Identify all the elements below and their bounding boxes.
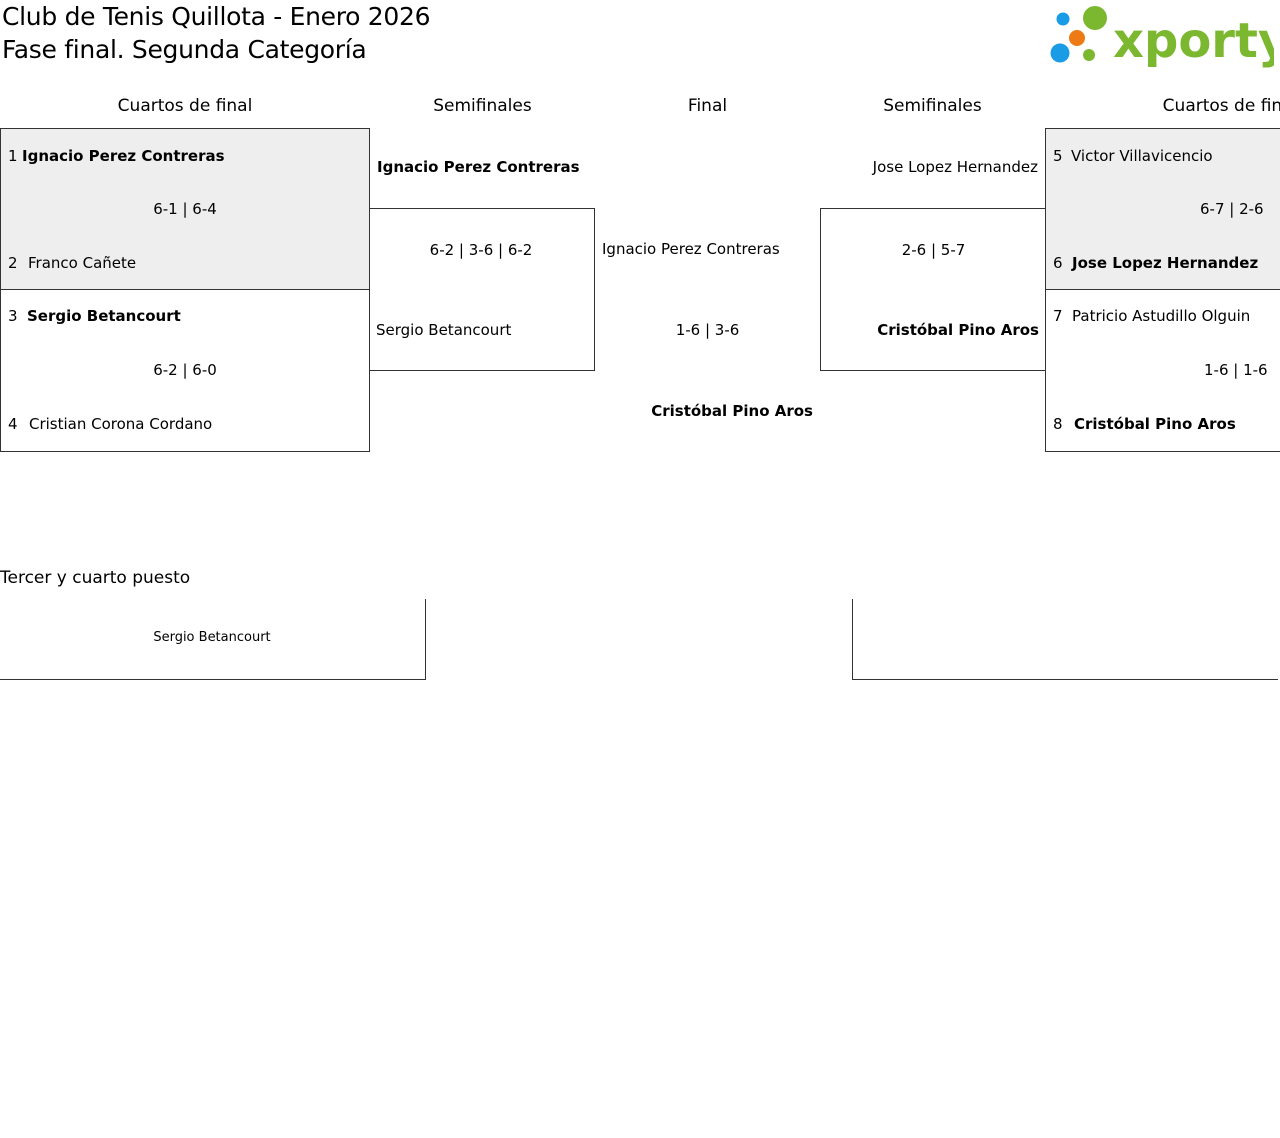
xporty-logo-icon: xporty xyxy=(1050,6,1274,68)
match-player-a: 5 Victor Villavicencio xyxy=(1053,147,1213,165)
player-name: Cristóbal Pino Aros xyxy=(1074,415,1236,433)
seed-number: 7 xyxy=(1053,307,1063,325)
player-name: Patricio Astudillo Olguin xyxy=(1072,307,1251,325)
third-place-title: Tercer y cuarto puesto xyxy=(0,568,191,588)
page-title: Club de Tenis Quillota - Enero 2026 xyxy=(2,2,431,31)
bracket-line xyxy=(852,599,853,679)
xporty-logo[interactable]: xporty xyxy=(1050,4,1274,68)
third-place-right-bracket xyxy=(852,599,1278,680)
player-name: Franco Cañete xyxy=(28,254,137,272)
player-name: Ignacio Perez Contreras xyxy=(22,147,225,165)
final-champion: Cristóbal Pino Aros xyxy=(651,402,813,420)
semifinal-right-match: 2-6 | 5-7 Cristóbal Pino Aros xyxy=(820,208,1045,371)
page-subtitle: Fase final. Segunda Categoría xyxy=(2,35,367,64)
seed-number: 3 xyxy=(8,307,18,325)
bracket-line xyxy=(852,679,1278,680)
column-quarters-right: Cuartos de final xyxy=(1162,96,1280,116)
seed-number: 1 xyxy=(8,147,18,165)
third-place-player-a: Sergio Betancourt xyxy=(153,630,271,645)
final-player-a: Ignacio Perez Contreras xyxy=(602,240,780,258)
match-score: 1-6 | 1-6 xyxy=(1204,361,1268,379)
third-place-left-bracket: Sergio Betancourt xyxy=(0,599,426,680)
player-name: Sergio Betancourt xyxy=(27,307,181,325)
semifinal-right-player-a: Jose Lopez Hernandez xyxy=(872,158,1038,176)
column-final: Final xyxy=(687,96,728,116)
match-player-b: 4 Cristian Corona Cordano xyxy=(8,415,212,433)
semifinal-left-player-b: Sergio Betancourt xyxy=(376,321,512,339)
match-player-b: 2 Franco Cañete xyxy=(8,254,136,272)
player-name: Jose Lopez Hernandez xyxy=(1072,254,1259,272)
seed-number: 4 xyxy=(8,415,18,433)
match-score: 6-2 | 3-6 | 6-2 xyxy=(429,241,533,259)
column-semis-left: Semifinales xyxy=(433,96,532,116)
seed-number: 5 xyxy=(1053,147,1063,165)
match-score: 6-7 | 2-6 xyxy=(1200,200,1264,218)
seed-number: 2 xyxy=(8,254,18,272)
player-name: Victor Villavicencio xyxy=(1071,147,1213,165)
match-player-a: 3 Sergio Betancourt xyxy=(8,307,181,325)
match-player-b: 6 Jose Lopez Hernandez xyxy=(1053,254,1258,272)
logo-text: xporty xyxy=(1113,13,1274,68)
bracket-line xyxy=(0,679,426,680)
bracket-line xyxy=(425,599,426,679)
final-score: 1-6 | 3-6 xyxy=(675,321,740,339)
column-quarters-left: Cuartos de final xyxy=(117,96,253,116)
semifinal-right-player-b: Cristóbal Pino Aros xyxy=(877,321,1039,339)
match-score: 6-2 | 6-0 xyxy=(153,361,217,379)
seed-number: 8 xyxy=(1053,415,1063,433)
player-name: Cristian Corona Cordano xyxy=(29,415,213,433)
match-player-a: 7 Patricio Astudillo Olguin xyxy=(1053,307,1250,325)
quarterfinal-match-3: 5 Victor Villavicencio 6-7 | 2-6 6 Jose Lo… xyxy=(1045,128,1280,290)
seed-number: 6 xyxy=(1053,254,1063,272)
match-score: 6-1 | 6-4 xyxy=(153,200,217,218)
column-semis-right: Semifinales xyxy=(883,96,982,116)
quarterfinal-match-2: 3 Sergio Betancourt 6-2 | 6-0 4 Cristian C… xyxy=(0,290,370,452)
semifinal-left-player-a: Ignacio Perez Contreras xyxy=(377,158,580,176)
match-player-b: 8 Cristóbal Pino Aros xyxy=(1053,415,1236,433)
quarterfinal-match-4: 7 Patricio Astudillo Olguin 1-6 | 1-6 8 Cr… xyxy=(1045,290,1280,452)
semifinal-left-match: 6-2 | 3-6 | 6-2 Sergio Betancourt xyxy=(370,208,595,371)
match-score: 2-6 | 5-7 xyxy=(901,241,966,259)
